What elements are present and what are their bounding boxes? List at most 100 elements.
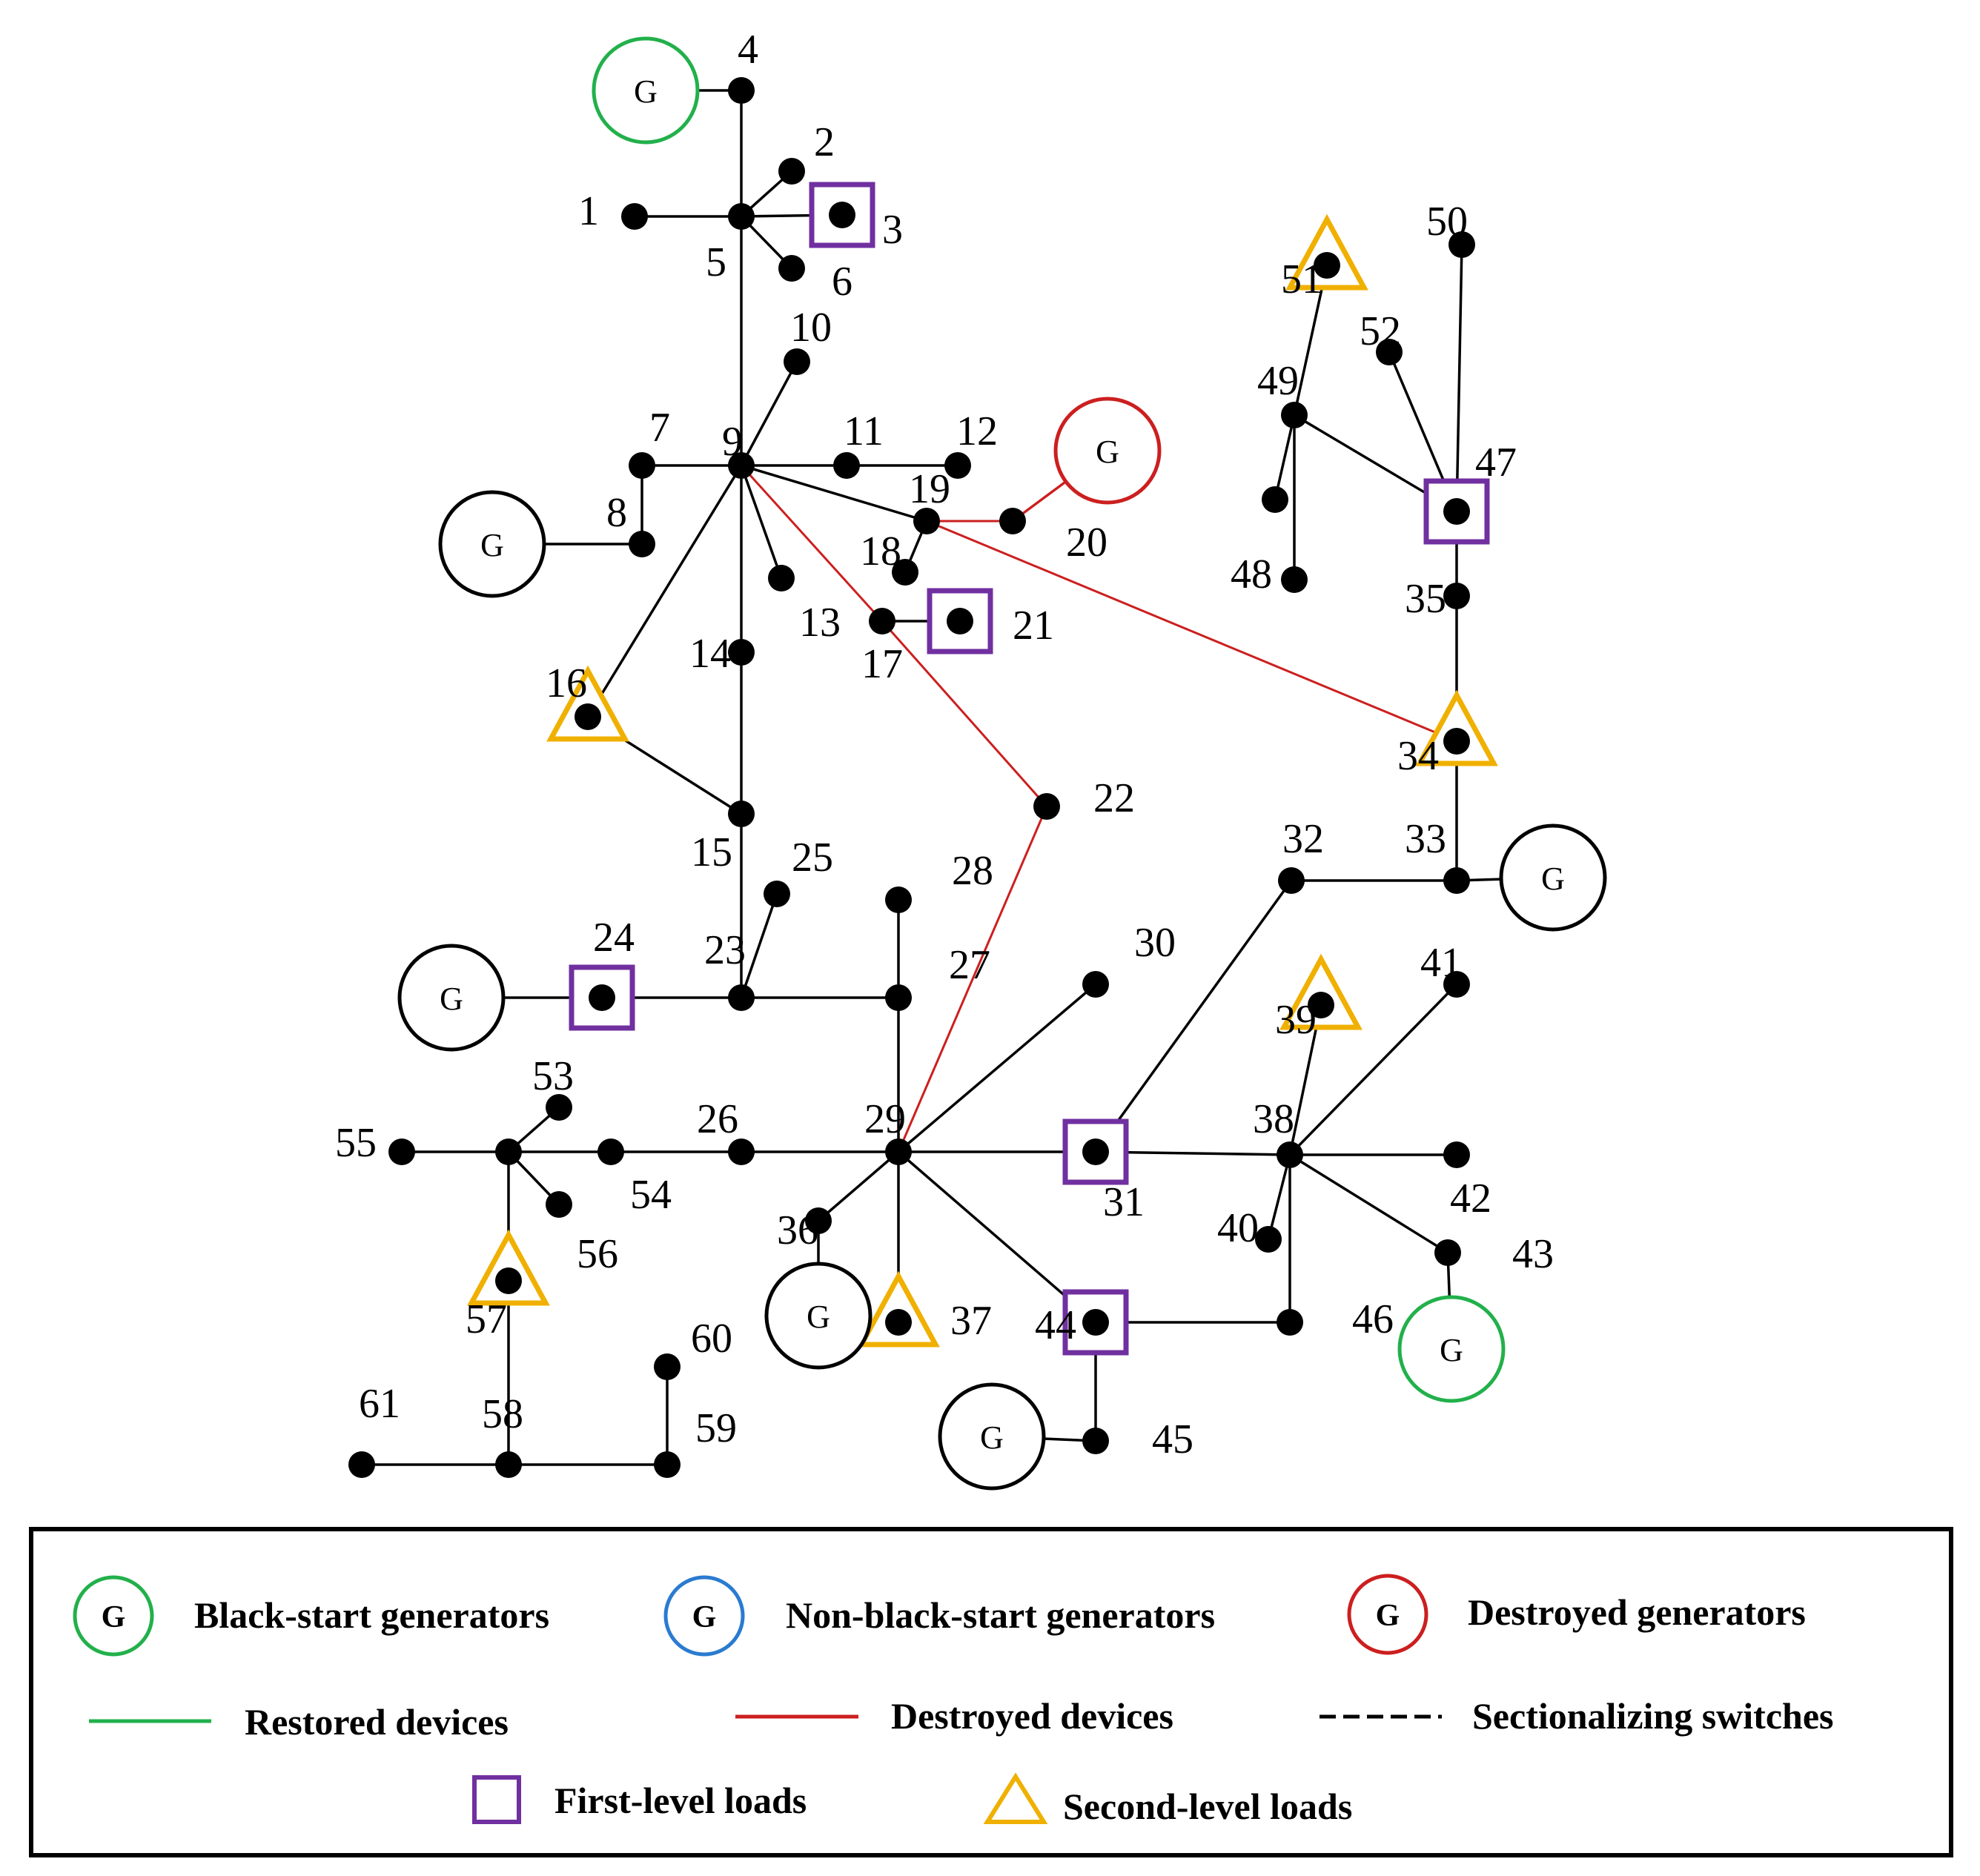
bus-30-label: 30 (1134, 920, 1176, 966)
bus-21-dot (947, 608, 973, 634)
line-23-25 (740, 893, 778, 998)
line-38-40 (1267, 1154, 1291, 1240)
bus-4-dot (728, 77, 755, 104)
bus-5-label: 5 (706, 239, 726, 285)
bus-60-label: 60 (691, 1316, 732, 1362)
gen-4-icon (592, 36, 700, 145)
bus-53-label: 53 (532, 1053, 574, 1099)
bus-39-dot (1308, 992, 1334, 1018)
bus-19-label: 19 (909, 466, 950, 512)
line-9-16 (586, 465, 743, 717)
gen-43-symbol: G (1440, 1332, 1463, 1368)
bus-58-dot (495, 1451, 522, 1478)
nodes-layer (348, 77, 1475, 1478)
bus-56-dot (546, 1191, 572, 1218)
gen-24-symbol: G (440, 981, 463, 1017)
bus-33-label: 33 (1405, 816, 1446, 862)
bus-59-label: 59 (695, 1405, 737, 1451)
bus-47-dot (1443, 498, 1470, 525)
bus-7-label: 7 (649, 405, 670, 451)
bus-57-dot (495, 1267, 522, 1294)
gen-20-icon (1053, 397, 1162, 505)
line-38-41 (1288, 983, 1458, 1156)
bus-54x-dot (495, 1138, 522, 1165)
bus-35-label: 35 (1405, 576, 1446, 622)
bus-17-dot (869, 608, 895, 634)
bus-32-label: 32 (1282, 816, 1324, 862)
gen-36-icon (764, 1262, 873, 1370)
line-17-22 (881, 620, 1048, 807)
bus-29-dot (885, 1138, 912, 1165)
bus-42-label: 42 (1450, 1176, 1491, 1222)
gen-45-symbol: G (980, 1419, 1004, 1456)
bus-52-dot (1376, 339, 1403, 365)
bus-28-label: 28 (952, 848, 993, 894)
bus-34-label: 34 (1397, 733, 1439, 779)
legend-non-black-start-g: G (692, 1600, 717, 1634)
bus-54-label: 54 (630, 1172, 672, 1218)
bus-14-label: 14 (689, 631, 731, 677)
bus-15-dot (728, 801, 755, 827)
line-9-17 (740, 464, 884, 623)
bus-56-label: 56 (577, 1231, 618, 1277)
bus-60-dot (654, 1353, 681, 1380)
bus-20-label: 20 (1066, 520, 1107, 566)
bus-34-dot (1443, 728, 1470, 755)
bus-58-label: 58 (482, 1391, 523, 1437)
bus-43-dot (1434, 1239, 1461, 1266)
bus-16-dot (575, 703, 601, 730)
non-black-start-generator-icon (663, 1575, 745, 1657)
second-level-load-icon (983, 1772, 1048, 1824)
bus-11-label: 11 (844, 408, 884, 454)
bus-48-label: 48 (1231, 551, 1272, 597)
bus-43-label: 43 (1512, 1231, 1554, 1277)
bus-38-label: 38 (1253, 1096, 1294, 1142)
black-start-generator-icon (73, 1575, 154, 1657)
line-29-30 (897, 983, 1097, 1153)
bus-13-dot (768, 565, 795, 591)
bus-10-label: 10 (790, 305, 832, 351)
first-level-load-icon (472, 1775, 521, 1824)
bus-55-dot (388, 1138, 415, 1165)
legend-switches-label: Sectionalizing switches (1472, 1695, 1833, 1737)
bus-37-dot (885, 1309, 912, 1336)
bus-11-dot (833, 452, 860, 479)
bus-21-label: 21 (1013, 603, 1054, 649)
bus-54-dot (597, 1138, 624, 1165)
legend-destroyed-devices-label: Destroyed devices (891, 1695, 1173, 1737)
gen-33-symbol: G (1541, 861, 1565, 897)
bus-2-dot (778, 158, 805, 185)
bus-22-label: 22 (1093, 775, 1135, 821)
line-38-39 (1288, 1004, 1322, 1156)
bus-8-dot (629, 531, 655, 557)
bus-25-label: 25 (792, 835, 833, 881)
line-29-36 (817, 1150, 900, 1222)
bus-29-label: 29 (864, 1096, 906, 1142)
bus-3-dot (829, 202, 855, 228)
bus-6-label: 6 (832, 259, 852, 305)
bus-40-label: 40 (1217, 1205, 1259, 1251)
bus-1-label: 1 (578, 188, 599, 234)
bus-44-dot (1082, 1309, 1109, 1336)
bus-2-label: 2 (814, 119, 835, 165)
legend-non-black-start: G Non-black-start generators (663, 1575, 1215, 1657)
bus-1-dot (621, 203, 648, 230)
bus-7-dot (629, 452, 655, 479)
destroyed-generator-icon (1347, 1574, 1428, 1655)
bus-45-dot (1082, 1428, 1109, 1454)
gen-20-symbol: G (1096, 434, 1119, 470)
bus-9-dot (728, 452, 755, 479)
gen-43-icon (1397, 1295, 1506, 1403)
bus-46-dot (1277, 1309, 1303, 1336)
line-22-29 (897, 806, 1048, 1153)
bus-14-dot (728, 639, 755, 666)
bus-27-label: 27 (949, 942, 990, 988)
bus-28-dot (885, 886, 912, 913)
legend-black-start: G Black-start generators (73, 1575, 549, 1657)
bus-47-label: 47 (1475, 440, 1517, 485)
bus-24-label: 24 (593, 915, 635, 961)
bus-51-dot (1314, 252, 1340, 279)
gen-33-icon (1499, 823, 1607, 932)
